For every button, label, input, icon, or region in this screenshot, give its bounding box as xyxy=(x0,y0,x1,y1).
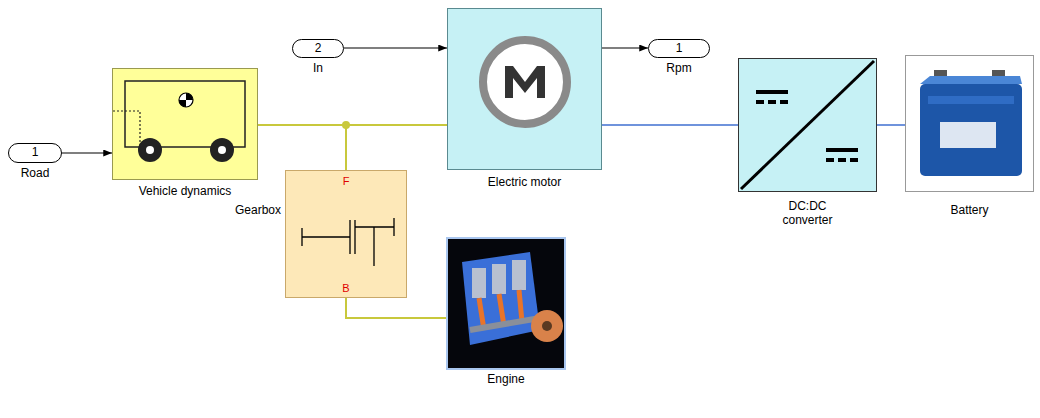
port-number: 1 xyxy=(676,42,683,56)
block-fill xyxy=(905,55,1034,192)
label-holder: Rpm xyxy=(666,61,691,76)
port-letter: B xyxy=(342,282,349,294)
cog-quarters xyxy=(179,93,193,107)
motor-block: Electric motor xyxy=(447,8,602,170)
signal-line xyxy=(344,47,447,48)
gearbox-icon xyxy=(285,170,407,298)
vehicle-icon xyxy=(112,68,258,180)
port-number: 2 xyxy=(315,42,322,56)
physical-connection xyxy=(602,124,738,126)
outport-block: 1Rpm xyxy=(648,39,710,58)
battery-body xyxy=(920,84,1022,176)
battery-sticker xyxy=(940,122,996,148)
label-holder: DC:DC converter xyxy=(772,200,844,228)
junction-dot xyxy=(342,121,350,129)
signal-line xyxy=(62,152,112,153)
motor-m-symbol xyxy=(505,66,545,98)
block-fill xyxy=(112,68,258,180)
battery-block: Battery xyxy=(905,55,1034,192)
battery-lid xyxy=(920,76,1022,84)
wheel xyxy=(138,138,162,162)
inport-block: 1Road xyxy=(8,143,62,163)
battery-icon xyxy=(905,55,1034,192)
gear-symbol xyxy=(302,218,394,266)
dc-dashes xyxy=(756,100,788,104)
flywheel-hub xyxy=(542,321,552,331)
block-fill xyxy=(285,170,407,298)
physical-connection xyxy=(877,124,905,126)
signal-line xyxy=(602,47,648,48)
input-dotted-line xyxy=(113,111,140,150)
block-name: Engine xyxy=(487,372,524,386)
diagonal xyxy=(741,61,874,189)
block-fill xyxy=(738,58,877,192)
physical-connection xyxy=(346,298,446,318)
physical-connection xyxy=(258,125,346,170)
label-holder: Vehicle dynamics xyxy=(139,184,232,199)
dc-bar xyxy=(826,148,858,152)
block-name: In xyxy=(313,61,323,75)
block-name: DC:DC converter xyxy=(772,200,844,228)
label-holder: In xyxy=(313,61,323,76)
engine-icon xyxy=(446,237,566,370)
piston xyxy=(472,268,486,298)
converter-block: DC:DC converter xyxy=(738,58,877,192)
converter-icon xyxy=(738,58,877,192)
engine-block xyxy=(462,252,540,345)
dc-dashes xyxy=(826,158,858,162)
block-fill xyxy=(446,237,566,370)
label-holder: Road xyxy=(21,166,50,181)
block-name: Road xyxy=(21,166,50,180)
wheel-hub xyxy=(218,146,226,154)
block-name: Electric motor xyxy=(488,175,561,189)
vehicle-body xyxy=(125,81,245,147)
port-number: 1 xyxy=(32,146,39,160)
piston xyxy=(512,260,526,290)
motor-icon xyxy=(447,8,602,170)
flywheel xyxy=(531,310,563,342)
battery-rib xyxy=(928,96,1014,104)
cog-symbol xyxy=(179,93,193,107)
label-holder: B xyxy=(342,281,349,295)
motor-ring xyxy=(483,40,567,124)
dc-bar xyxy=(756,90,788,94)
block-name: Battery xyxy=(950,203,988,217)
block-name: Vehicle dynamics xyxy=(139,184,232,198)
label-holder: Electric motor xyxy=(488,175,561,190)
label-holder: Engine xyxy=(487,372,524,387)
inport-block: 2In xyxy=(292,39,344,58)
label-holder: Gearbox xyxy=(235,203,281,218)
wheel xyxy=(210,138,234,162)
vehicle-block: Vehicle dynamics xyxy=(112,68,258,180)
block-name: Gearbox xyxy=(235,203,281,217)
gearbox-block: GearboxFB xyxy=(285,170,407,298)
label-holder: F xyxy=(343,174,350,188)
block-fill xyxy=(447,8,602,170)
engine-block: Engine xyxy=(446,237,566,370)
port-letter: F xyxy=(343,175,350,187)
label-holder: Battery xyxy=(950,203,988,218)
crankshaft xyxy=(470,318,540,330)
piston xyxy=(492,264,506,294)
wheel-hub xyxy=(146,146,154,154)
block-name: Rpm xyxy=(666,61,691,75)
